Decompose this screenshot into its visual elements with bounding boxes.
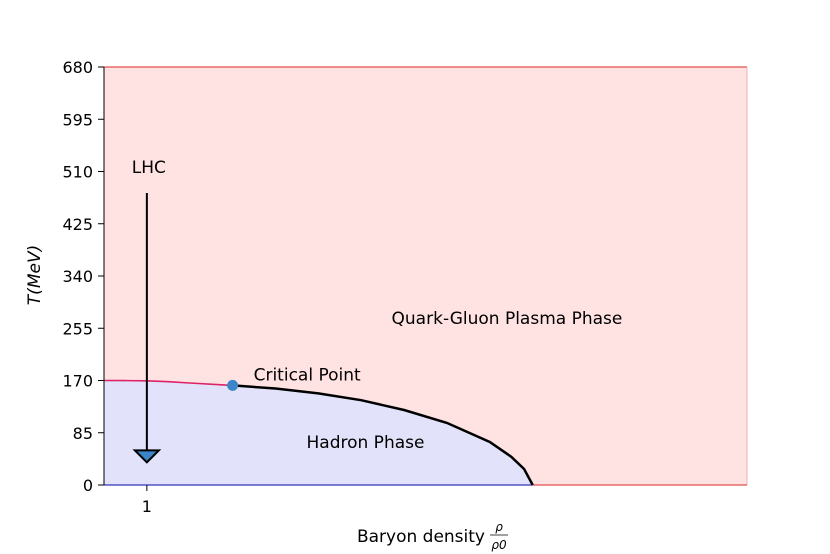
x-axis-label-numerator: ρ <box>495 520 503 534</box>
x-axis-label-denominator: ρ0 <box>491 538 507 552</box>
x-axis-label: Baryon density <box>357 527 485 547</box>
y-axis-label: T(MeV) <box>25 245 45 305</box>
crossover-line <box>103 379 233 387</box>
y-tick-label-255: 255 <box>62 319 93 338</box>
y-tick-label-0: 0 <box>83 476 93 495</box>
lhc-label: LHC <box>132 158 166 178</box>
x-tick-label-1: 1 <box>142 497 152 516</box>
critical-point-marker <box>227 379 239 391</box>
qgp-phase-label: Quark-Gluon Plasma Phase <box>392 309 623 329</box>
x-axis: 1 <box>142 485 152 516</box>
critical-point-label: Critical Point <box>254 365 361 385</box>
y-tick-label-510: 510 <box>62 163 93 182</box>
hadron-phase-label: Hadron Phase <box>307 433 425 453</box>
plot-area: LHC Critical Point Quark-Gluon Plasma Phas… <box>103 66 748 486</box>
y-tick-label-680: 680 <box>62 58 93 77</box>
y-tick-label-425: 425 <box>62 215 93 234</box>
y-tick-label-340: 340 <box>62 267 93 286</box>
y-axis: 0 85 170 255 340 425 510 595 680 <box>62 58 105 495</box>
first-order-boundary-line <box>232 384 534 486</box>
hadron-region <box>104 380 533 485</box>
y-tick-label-170: 170 <box>62 372 93 391</box>
y-tick-label-85: 85 <box>73 424 93 443</box>
x-axis-label-group: Baryon density ρ ρ0 <box>357 520 508 552</box>
lhc-arrow-head <box>132 449 162 464</box>
y-tick-label-595: 595 <box>62 110 93 129</box>
